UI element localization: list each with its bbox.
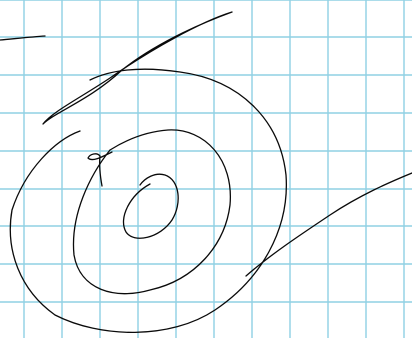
inner-loop <box>123 174 178 238</box>
outer-spiral-loop <box>10 69 286 332</box>
